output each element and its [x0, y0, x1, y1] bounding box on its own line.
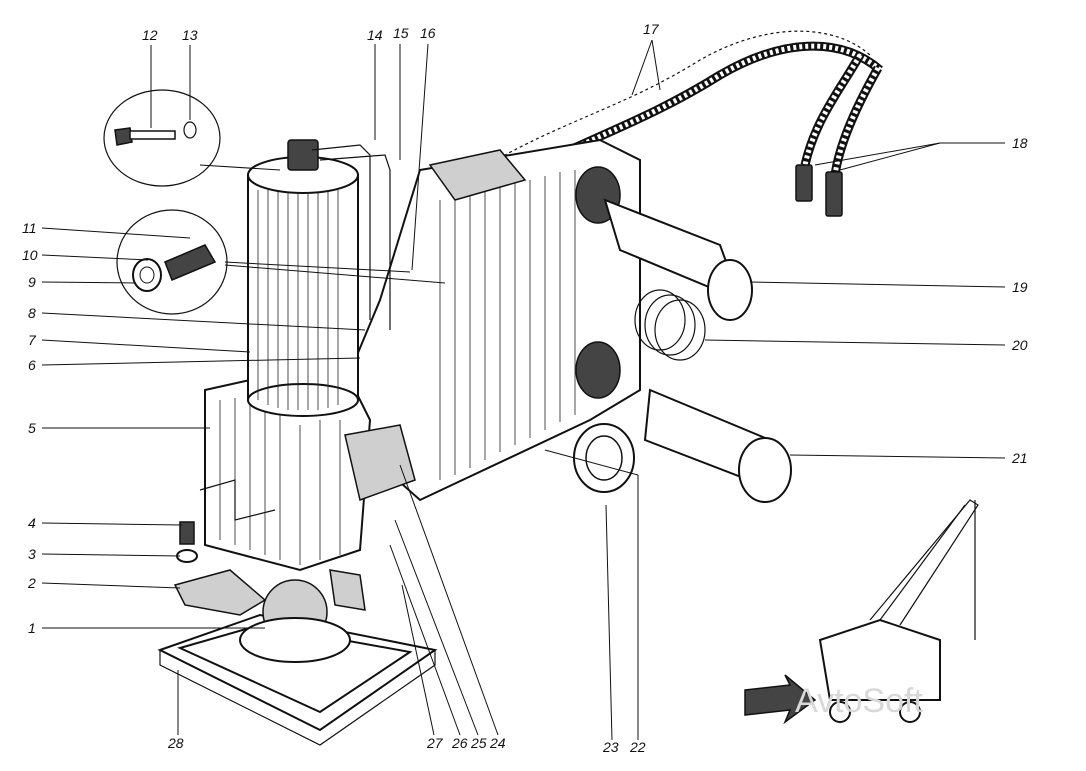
callout-11: 11	[22, 220, 37, 236]
callout-20: 20	[1011, 337, 1028, 353]
callout-13: 13	[182, 27, 198, 43]
leader-lines	[41, 39, 1006, 741]
assembly-illustration	[103, 28, 979, 746]
callout-15: 15	[393, 25, 409, 41]
callout-4: 4	[28, 515, 36, 531]
pins-and-spring	[573, 198, 792, 503]
callout-5: 5	[28, 420, 36, 436]
callout-22: 22	[629, 739, 646, 755]
filter-cylinder	[247, 139, 391, 417]
callout-8: 8	[28, 305, 36, 321]
callout-9: 9	[28, 274, 36, 290]
callout-7: 7	[28, 332, 37, 348]
callout-21: 21	[1011, 450, 1028, 466]
callout-26: 26	[451, 735, 468, 751]
callout-6: 6	[28, 357, 36, 373]
callout-18: 18	[1012, 135, 1028, 151]
callout-16: 16	[420, 25, 436, 41]
callout-27: 27	[426, 735, 444, 751]
crane-illustration	[744, 499, 979, 725]
callout-labels: 1 2 3 4 5 6 7 8 9 10 11 12 13 14 15 16 1…	[22, 21, 1028, 755]
lower-block	[199, 358, 416, 572]
watermark-text: AvtoSoft	[795, 682, 923, 720]
inset-bolt	[103, 89, 221, 187]
callout-19: 19	[1012, 279, 1028, 295]
callout-14: 14	[367, 27, 383, 43]
callout-17: 17	[643, 21, 660, 37]
callout-25: 25	[470, 735, 487, 751]
housing-body	[328, 138, 641, 502]
callout-3: 3	[28, 546, 36, 562]
callout-24: 24	[489, 735, 506, 751]
inset-fitting	[116, 209, 228, 315]
callout-2: 2	[27, 575, 36, 591]
callout-1: 1	[28, 620, 36, 636]
callout-10: 10	[22, 247, 38, 263]
base-plate	[157, 521, 438, 746]
callout-23: 23	[602, 739, 619, 755]
callout-12: 12	[142, 27, 158, 43]
callout-28: 28	[167, 735, 184, 751]
